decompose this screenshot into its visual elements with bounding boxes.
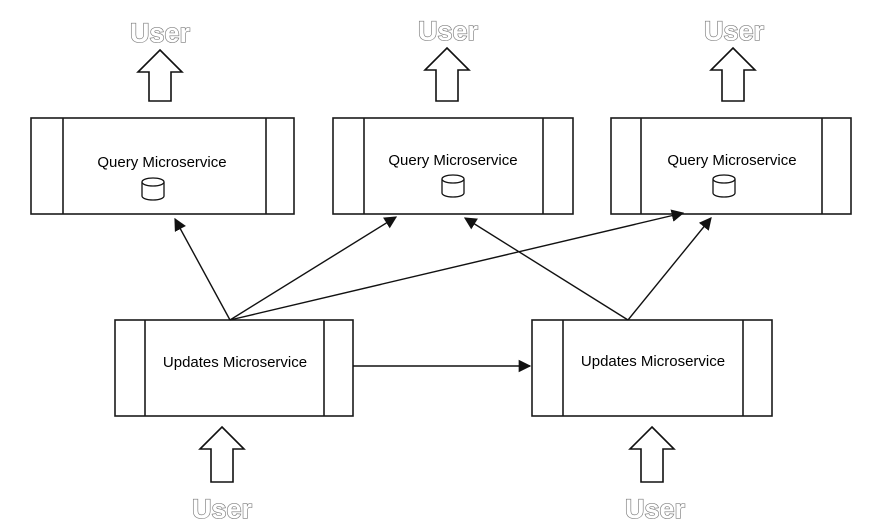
up-arrow-icon: [709, 46, 757, 102]
node-label: Query Microservice: [97, 154, 226, 171]
query-microservice-1: Query Microservice: [30, 117, 295, 215]
edge-update1-to-query2: [229, 216, 398, 321]
edge-update1-to-query1: [174, 217, 231, 321]
edge-update2-to-query2: [463, 217, 629, 321]
edge-update1-to-query3: [229, 209, 685, 321]
top-user-group-2: User: [417, 15, 479, 102]
up-arrow-icon: [136, 48, 184, 102]
up-arrow-icon: [423, 46, 471, 102]
node-frame: [332, 117, 574, 215]
node-frame: [114, 319, 354, 417]
node-label: Query Microservice: [667, 152, 796, 169]
node-label: Updates Microservice: [163, 354, 307, 371]
top-user-group-3: User: [703, 15, 765, 102]
user-label: User: [130, 18, 191, 48]
up-arrow-icon: [628, 425, 676, 483]
query-microservice-2: Query Microservice: [332, 117, 574, 215]
bottom-user-group-2: User: [624, 425, 686, 525]
node-label: Updates Microservice: [581, 353, 725, 370]
database-icon: [441, 174, 465, 198]
updates-microservice-2: Updates Microservice: [531, 319, 773, 417]
bottom-user-group-1: User: [191, 425, 253, 525]
database-icon: [712, 174, 736, 198]
query-microservice-3: Query Microservice: [610, 117, 852, 215]
updates-microservice-1: Updates Microservice: [114, 319, 354, 417]
user-label: User: [625, 494, 686, 524]
node-frame: [531, 319, 773, 417]
user-label: User: [418, 16, 479, 46]
node-label: Query Microservice: [388, 152, 517, 169]
up-arrow-icon: [198, 425, 246, 483]
database-icon: [141, 177, 165, 201]
node-frame: [610, 117, 852, 215]
user-label: User: [704, 16, 765, 46]
edge-update2-to-query3: [627, 217, 712, 321]
user-label: User: [192, 494, 253, 524]
top-user-group-1: User: [129, 17, 191, 102]
